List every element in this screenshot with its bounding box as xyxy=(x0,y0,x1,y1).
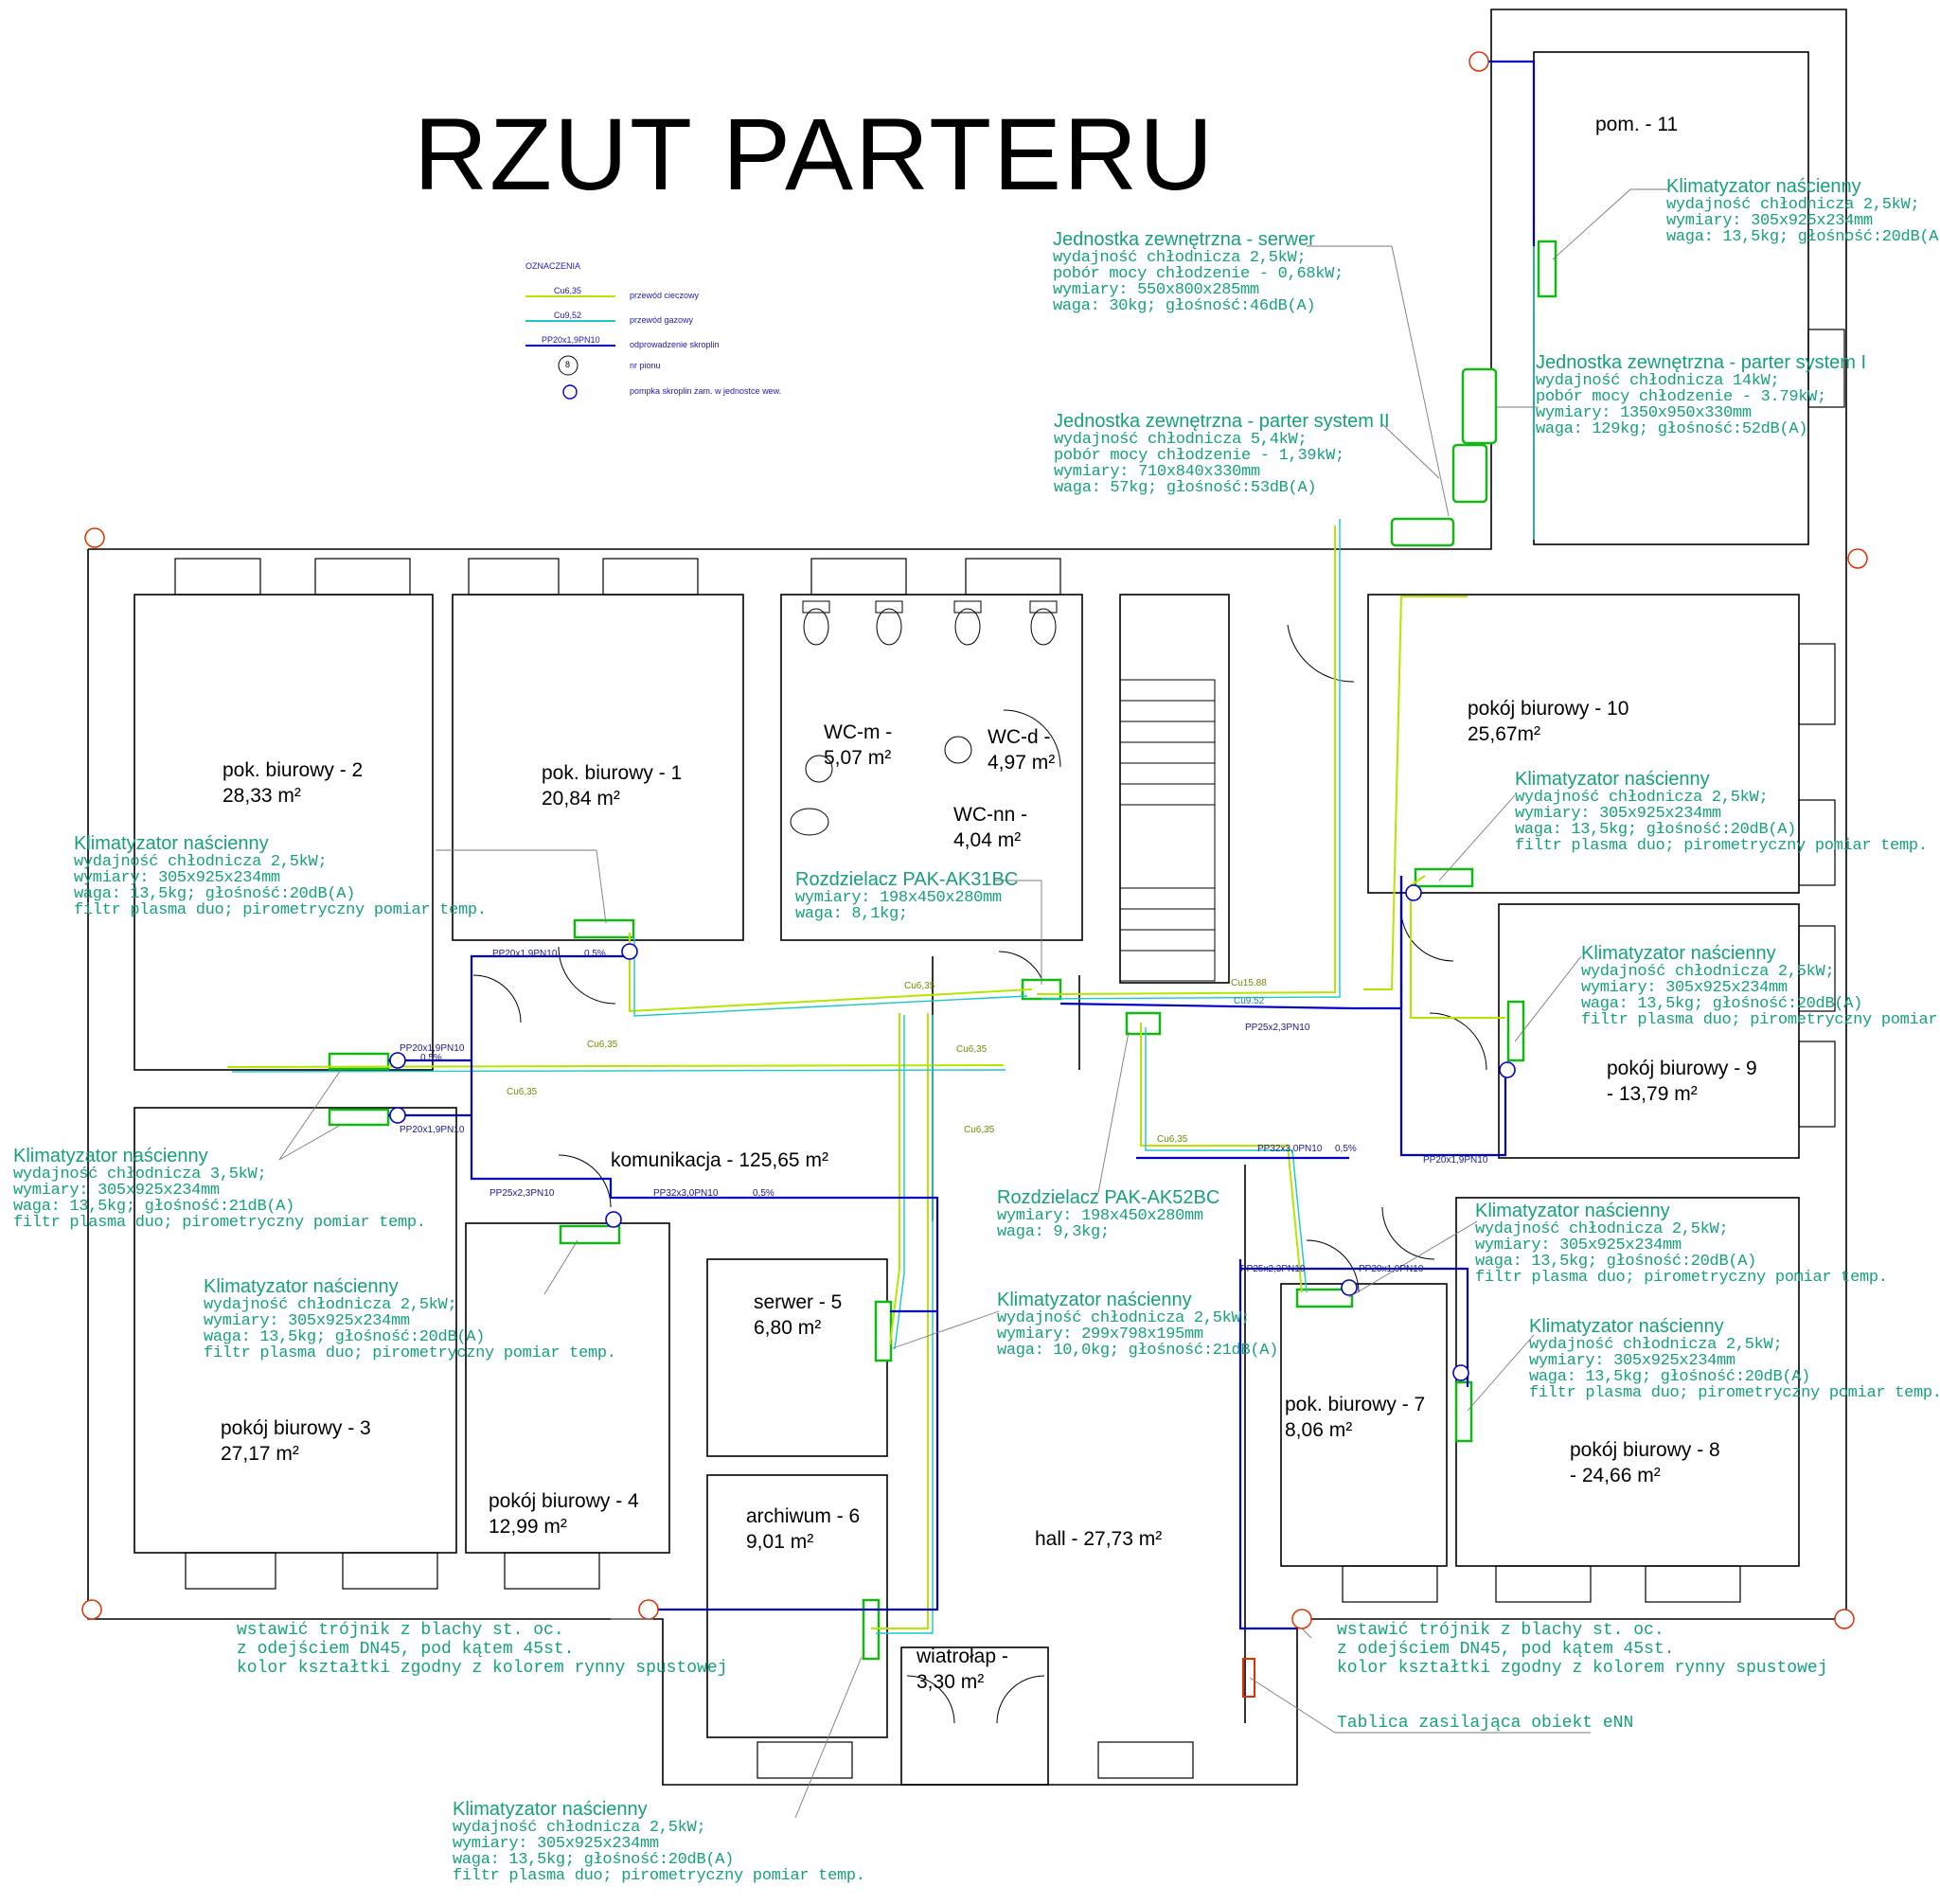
legend-code-liquid: Cu6,35 xyxy=(554,286,582,295)
room-label: WC-d -4,97 m² xyxy=(988,726,1056,774)
legend-heading: OZNACZENIA xyxy=(525,261,581,271)
room-label: komunikacja - 125,65 m² xyxy=(611,1149,828,1171)
outdoor-unit-note: Jednostka zewnętrzna - parter system II … xyxy=(1054,411,1390,497)
room-wall-pok10 xyxy=(1367,594,1800,894)
outdoor-unit-note: Jednostka zewnętrzna - parter system I w… xyxy=(1536,352,1867,438)
power-panel xyxy=(1242,1658,1255,1698)
indoor-unit-note: Klimatyzator naścienny wydajność chłodni… xyxy=(1529,1316,1940,1402)
room-label: WC-m -5,07 m² xyxy=(824,721,893,769)
gas-lines xyxy=(231,62,1535,1634)
room-label: wiatrołap -3,30 m² xyxy=(917,1646,1008,1693)
legend-label-liquid: przewód cieczowy xyxy=(630,291,700,300)
outdoor-unit-note: Jednostka zewnętrzna - serwer wydajność … xyxy=(1053,229,1344,315)
room-wall-wiatrolap xyxy=(900,1646,1049,1786)
tee-fitting-note: wstawić trójnik z blachy st. oc.z odejśc… xyxy=(1337,1621,1828,1678)
pipe-label: PP20x1,9PN10 xyxy=(1359,1264,1424,1274)
wc-fixtures xyxy=(790,600,1058,836)
room-label: pom. - 11 xyxy=(1595,114,1679,135)
pipe-label: PP32x3,0PN10 xyxy=(1257,1144,1323,1154)
pipe-label: Cu6,35 xyxy=(1157,1134,1188,1145)
room-wall-pok3 xyxy=(133,1107,457,1554)
room-wall-archiwum xyxy=(706,1474,888,1738)
pipe-label: PP20x1,9PN10 xyxy=(400,1043,465,1054)
tee-fitting-note: wstawić trójnik z blachy st. oc.z odejśc… xyxy=(237,1621,728,1678)
pipe-label: Cu9.52 xyxy=(1234,996,1265,1006)
pipe-label: PP25x2,3PN10 xyxy=(1245,1023,1310,1033)
room-label: hall - 27,73 m² xyxy=(1035,1528,1163,1550)
pipe-label: PP20x1,9PN10 xyxy=(492,949,558,959)
liquid-lines xyxy=(226,525,1505,1629)
legend-label-riser: nr pionu xyxy=(630,361,661,370)
indoor-unit-note: Klimatyzator naścienny wydajność chłodni… xyxy=(1581,943,1940,1029)
pipe-label: Cu6,35 xyxy=(904,981,935,991)
indoor-unit-note: Klimatyzator naścienny wydajność chłodni… xyxy=(1475,1201,1888,1287)
pipe-label: 0,5% xyxy=(420,1053,442,1063)
pipe-label: 0,5% xyxy=(753,1188,774,1199)
pipe-label: PP20x1,9PN10 xyxy=(1423,1155,1488,1166)
leader-lines xyxy=(278,188,1668,1819)
condensate-lines xyxy=(388,60,1536,1630)
pipe-label: PP32x3,0PN10 xyxy=(653,1188,719,1199)
room-label: pokój biurowy - 8- 24,66 m² xyxy=(1570,1439,1720,1486)
legend-label-pump: pompka skroplin zam. w jednostce wew. xyxy=(630,386,782,396)
power-panel-note: Tablica zasilająca obiekt eNN xyxy=(1337,1714,1634,1733)
pipe-label: Cu6,35 xyxy=(964,1125,995,1135)
outer-wall xyxy=(87,9,1847,1786)
pipe-label: 0,5% xyxy=(1335,1144,1357,1154)
distributor-note: Rozdzielacz PAK-AK31BC wymiary: 198x450x… xyxy=(795,869,1019,923)
indoor-unit-note: Klimatyzator naścienny wydajność chłodni… xyxy=(453,1799,865,1885)
outdoor-units xyxy=(1390,240,1557,547)
pipe-label: PP25x2,3PN10 xyxy=(489,1188,555,1199)
pipe-label: Cu6,35 xyxy=(956,1044,988,1055)
page-title: RZUT PARTERU xyxy=(414,97,1216,211)
stairs xyxy=(1119,679,1216,982)
room-wall-pok1 xyxy=(452,594,744,941)
room-wall-pok2 xyxy=(133,594,434,1071)
legend-code-condensate: PP20x1,9PN10 xyxy=(542,335,600,345)
room-label: WC-nn -4,04 m² xyxy=(953,804,1028,851)
pipe-label: Cu6,35 xyxy=(507,1087,538,1097)
pipe-label: Cu15.88 xyxy=(1231,978,1267,988)
pipe-label: PP20x1,9PN10 xyxy=(400,1125,465,1135)
indoor-unit-note: Klimatyzator naścienny wydajność chłodni… xyxy=(13,1146,426,1232)
windows xyxy=(174,329,1845,1779)
legend-swatches xyxy=(525,295,615,400)
legend-label-gas: przewód gazowy xyxy=(630,315,694,325)
indoor-unit-note: Klimatyzator naścienny wydajność chłodni… xyxy=(997,1290,1279,1360)
room-wall-stairs xyxy=(1119,594,1230,984)
indoor-unit-note: Klimatyzator naścienny wydajność chłodni… xyxy=(204,1276,616,1362)
room-label: pokój biurowy - 9- 13,79 m² xyxy=(1607,1058,1757,1105)
pipe-label: 0,5% xyxy=(584,949,606,959)
indoor-unit-note: Klimatyzator naścienny wydajność chłodni… xyxy=(74,833,487,919)
pump-icon xyxy=(389,884,1516,1381)
indoor-unit-note: Klimatyzator naścienny wydajność chłodni… xyxy=(1515,769,1928,855)
legend-code-riser: 8 xyxy=(565,360,571,369)
room-wall-wc xyxy=(780,594,1083,941)
legend-label-condensate: odprowadzenie skroplin xyxy=(630,340,720,349)
distributor-note: Rozdzielacz PAK-AK52BC wymiary: 198x450x… xyxy=(997,1187,1220,1241)
room-wall-pok9 xyxy=(1498,903,1800,1159)
pipe-label: PP25x2,3PN10 xyxy=(1240,1264,1306,1274)
riser-circles xyxy=(81,51,1868,1629)
pipe-label: Cu6,35 xyxy=(587,1040,618,1050)
indoor-unit-note: Klimatyzator naścienny wydajność chłodni… xyxy=(1666,176,1940,246)
legend-code-gas: Cu9,52 xyxy=(554,311,582,320)
